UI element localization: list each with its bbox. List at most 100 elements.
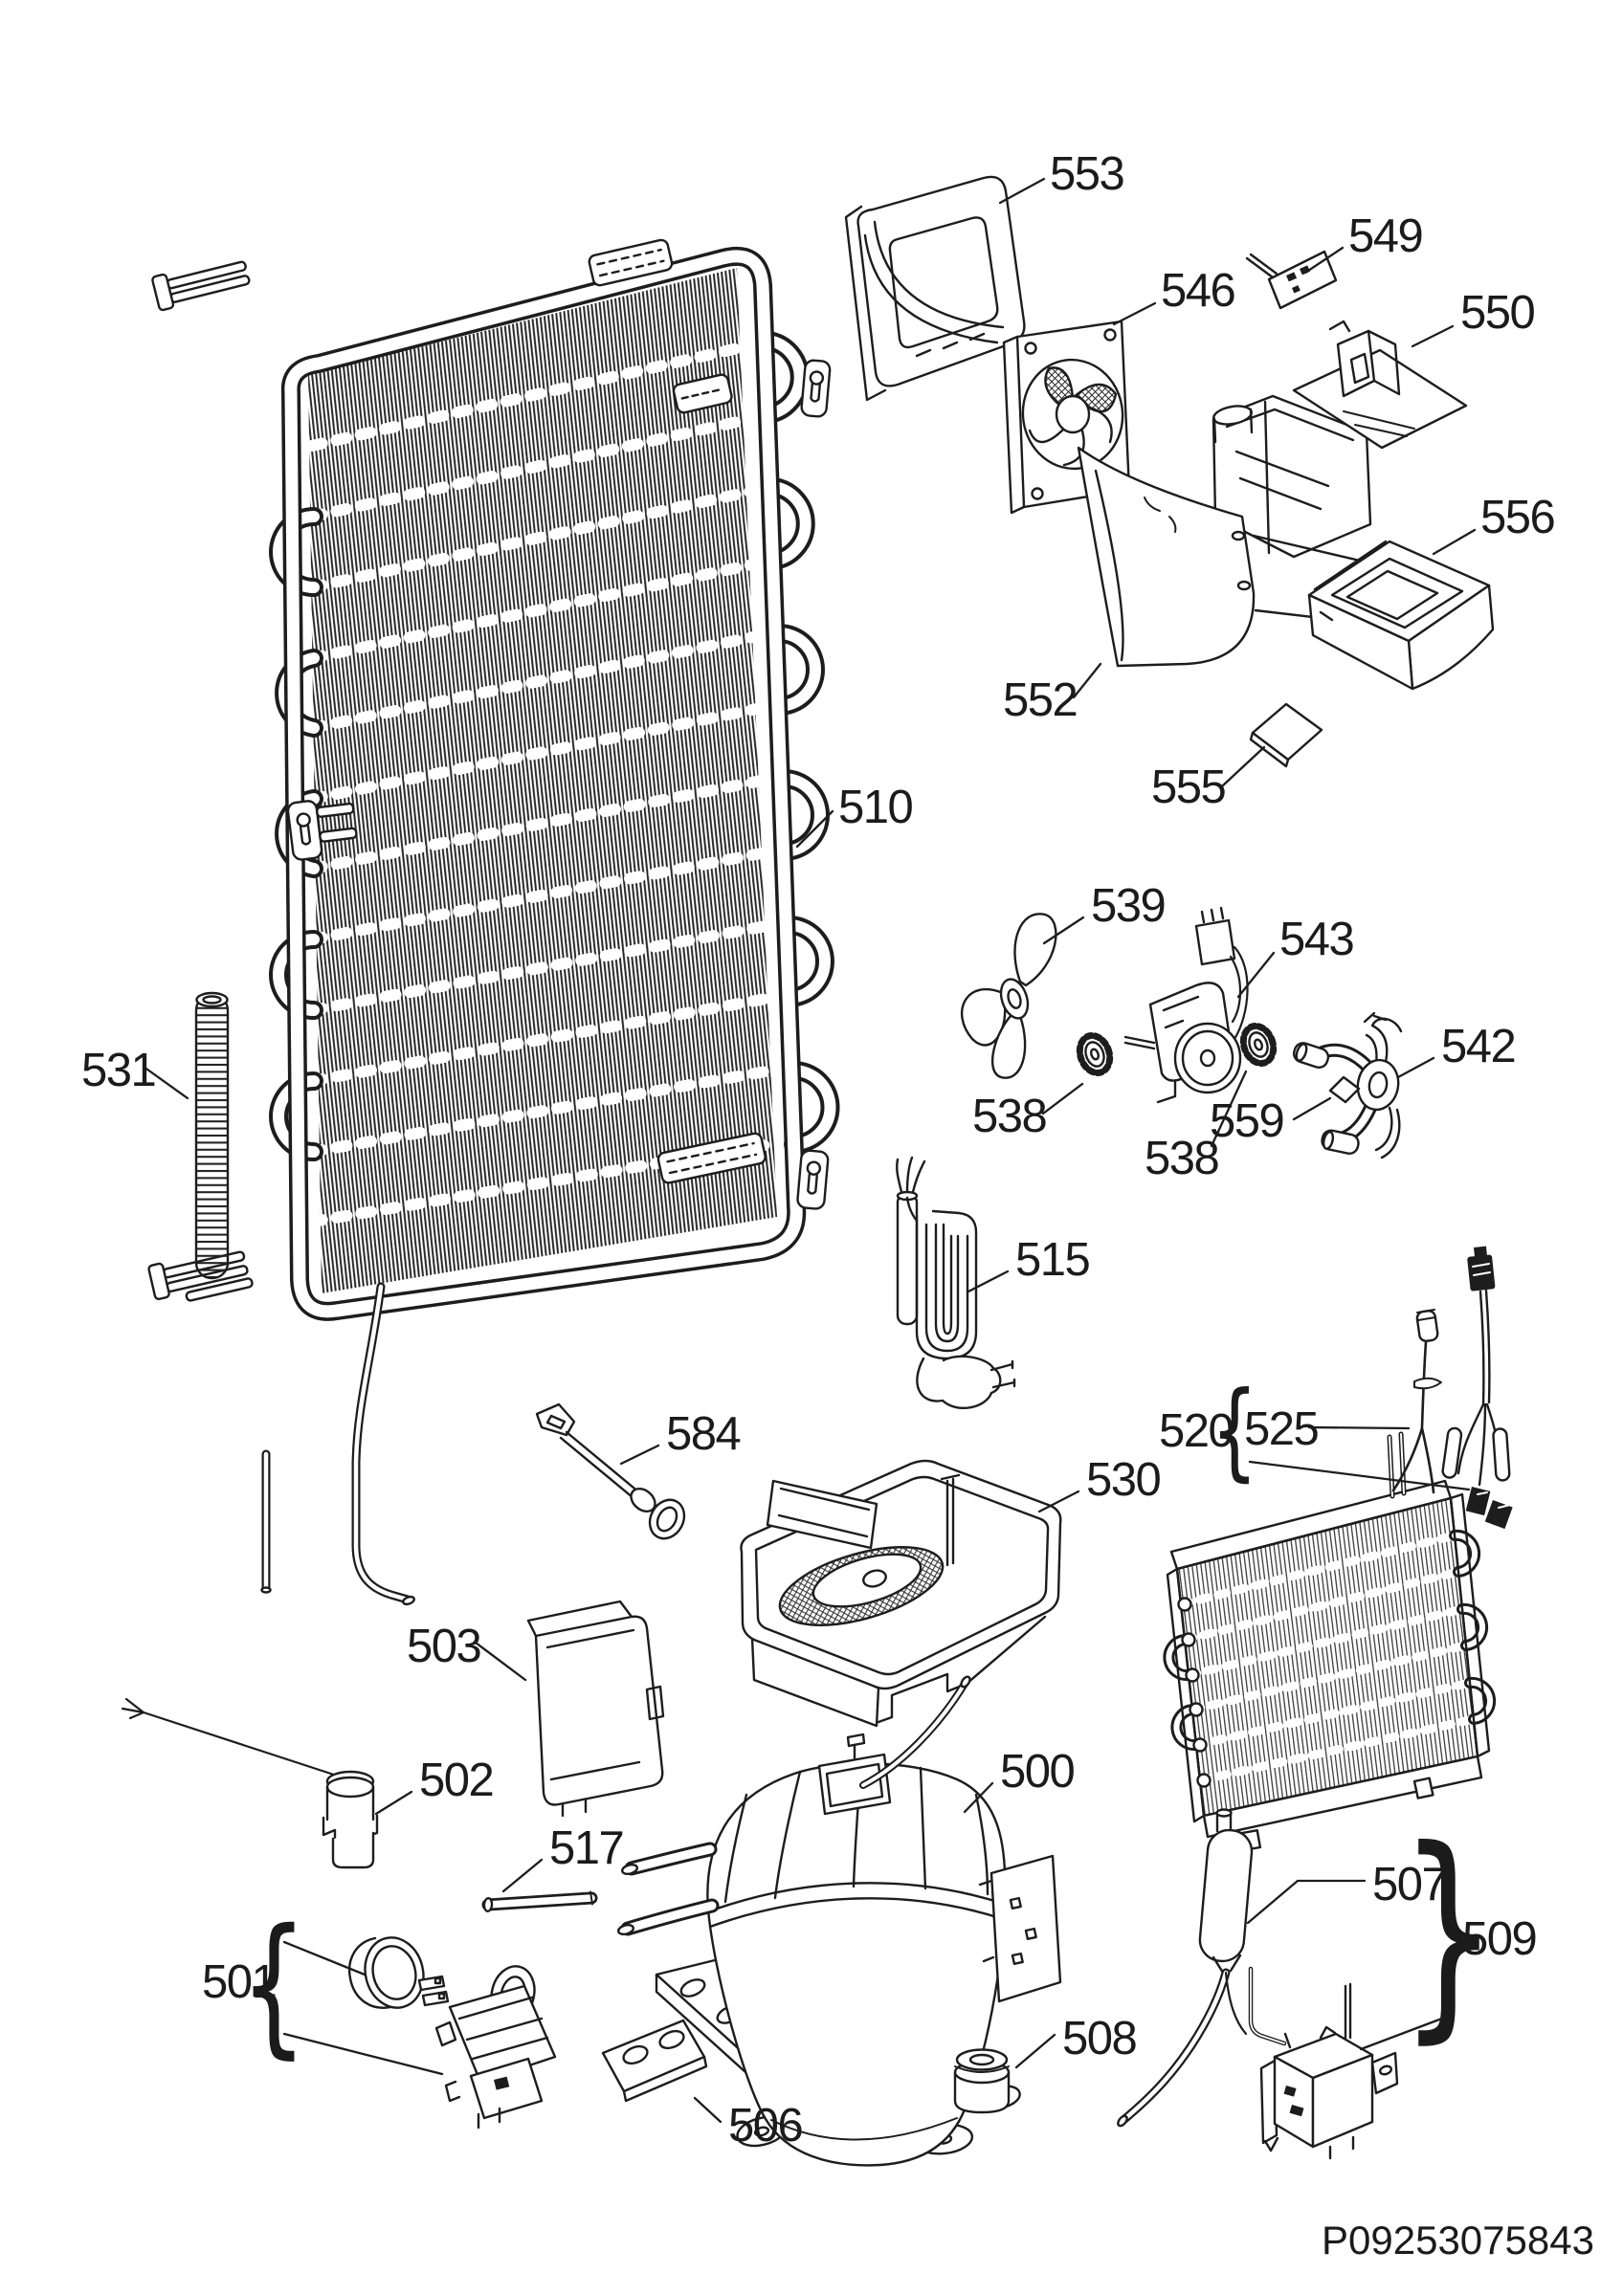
mounting-plate-drawing xyxy=(601,2019,708,2103)
leader-line xyxy=(1072,662,1102,699)
drawer-tray-drawing xyxy=(1307,540,1495,691)
part-label-510: 510 xyxy=(838,782,914,833)
motor-bracket-drawing xyxy=(1292,1011,1403,1159)
wiring-harness-drawing xyxy=(1441,1246,1513,1530)
part-label-509: 509 xyxy=(1462,1913,1538,1965)
coupling-drawing xyxy=(1076,1032,1114,1076)
part-label-507: 507 xyxy=(1372,1859,1448,1910)
part-label-542: 542 xyxy=(1441,1021,1517,1072)
valve-assembly-drawing xyxy=(1117,1966,1399,2160)
leader-line xyxy=(1303,246,1345,275)
air-duct-housing-drawing xyxy=(1077,394,1378,668)
condenser-bracket-icon xyxy=(151,260,251,312)
condenser-coil-drawing xyxy=(147,238,840,1321)
leader-line xyxy=(795,809,834,849)
leader-line xyxy=(1041,1082,1084,1115)
part-label-584: 584 xyxy=(666,1408,742,1460)
part-label-517: 517 xyxy=(549,1822,625,1874)
condenser-rail-icon xyxy=(656,1132,767,1184)
leader-line xyxy=(374,1790,413,1816)
part-label-515: 515 xyxy=(1015,1234,1091,1286)
part-label-500: 500 xyxy=(1000,1746,1076,1798)
sensor-harness-drawing xyxy=(1391,1309,1442,1494)
condenser-keyhole-bracket-icon xyxy=(286,800,358,861)
tube-drawing xyxy=(481,1890,598,1912)
relay-cover-drawing xyxy=(526,1600,665,1818)
start-relay-drawing xyxy=(347,1936,557,2130)
leader-line xyxy=(1236,951,1276,999)
part-label-520: 520 xyxy=(1159,1405,1234,1457)
part-label-543: 543 xyxy=(1279,914,1355,965)
defrost-heater-drawing xyxy=(896,1156,1016,1409)
part-label-502: 502 xyxy=(419,1755,495,1806)
part-label-503: 503 xyxy=(407,1621,482,1672)
part-label-506: 506 xyxy=(728,2100,804,2152)
leader-line xyxy=(282,1940,367,1976)
axial-fan-drawing xyxy=(1002,320,1131,515)
scraper-tool-drawing xyxy=(535,1402,686,1540)
part-label-549: 549 xyxy=(1348,210,1424,262)
fan-shroud-drawing xyxy=(844,175,1026,402)
leader-line xyxy=(474,1641,527,1682)
document-code: P09253075843 xyxy=(1322,2218,1594,2263)
part-label-538: 538 xyxy=(1145,1133,1220,1184)
leader-line xyxy=(1359,2015,1449,2051)
part-label-552: 552 xyxy=(1003,674,1078,726)
leader-line xyxy=(1210,1070,1248,1148)
part-label-539: 539 xyxy=(1091,880,1167,932)
leader-line xyxy=(282,2032,444,2076)
coupling-drawing xyxy=(1239,1023,1278,1067)
compressor-drawing xyxy=(616,1675,1062,2167)
leader-line xyxy=(1042,916,1085,945)
condenser-keyhole-bracket-icon xyxy=(800,359,832,418)
drain-pan-drawing xyxy=(740,1459,1062,1728)
part-label-556: 556 xyxy=(1480,492,1556,543)
group-brace: { xyxy=(1211,1369,1258,1493)
part-label-525: 525 xyxy=(1244,1403,1320,1455)
leader-line xyxy=(1037,1490,1080,1513)
part-label-538: 538 xyxy=(972,1091,1048,1142)
leader-line xyxy=(967,1269,1010,1293)
part-label-501: 501 xyxy=(202,1956,278,2008)
fan-blade-drawing xyxy=(961,913,1057,1079)
part-label-546: 546 xyxy=(1161,265,1236,317)
part-label-531: 531 xyxy=(81,1045,157,1096)
leader-line xyxy=(1292,1096,1332,1121)
fan-motor-drawing xyxy=(1123,906,1249,1104)
group-brace: } xyxy=(1398,1801,1500,2064)
leader-line xyxy=(1221,745,1266,787)
mounting-bracket-drawing xyxy=(1292,320,1468,450)
leader-line xyxy=(1411,324,1455,348)
thermostat-drawing xyxy=(121,1697,379,1869)
grommet-drawing xyxy=(953,2048,1011,2114)
part-label-530: 530 xyxy=(1086,1454,1162,1506)
leader-line xyxy=(1432,528,1477,556)
leader-line xyxy=(1396,1056,1435,1079)
foam-pad-drawing xyxy=(1249,702,1323,768)
seal-pad-drawing xyxy=(1328,1075,1361,1104)
leader-line xyxy=(998,177,1046,205)
part-label-555: 555 xyxy=(1151,762,1227,813)
leader-line xyxy=(693,2096,723,2124)
leader-line xyxy=(1248,1460,1471,1491)
control-pcb-drawing xyxy=(1245,250,1338,310)
leader-line xyxy=(501,1858,544,1893)
evaporator-drawing xyxy=(1163,1431,1497,1851)
part-label-550: 550 xyxy=(1460,287,1536,339)
condenser-rail-icon xyxy=(672,373,733,414)
part-label-553: 553 xyxy=(1050,148,1125,200)
leader-line xyxy=(1014,2033,1056,2069)
leader-line xyxy=(1246,1879,1367,1925)
filter-dryer-drawing xyxy=(1198,1808,1254,1975)
leader-line xyxy=(142,1065,189,1100)
drain-hose-spring-drawing xyxy=(194,991,230,1280)
condenser-keyhole-bracket-icon xyxy=(796,1149,830,1210)
leader-line xyxy=(1307,1425,1411,1430)
condenser-return-tubes-drawing xyxy=(260,1282,415,1606)
leader-line xyxy=(1112,301,1157,326)
part-label-508: 508 xyxy=(1062,2013,1138,2064)
